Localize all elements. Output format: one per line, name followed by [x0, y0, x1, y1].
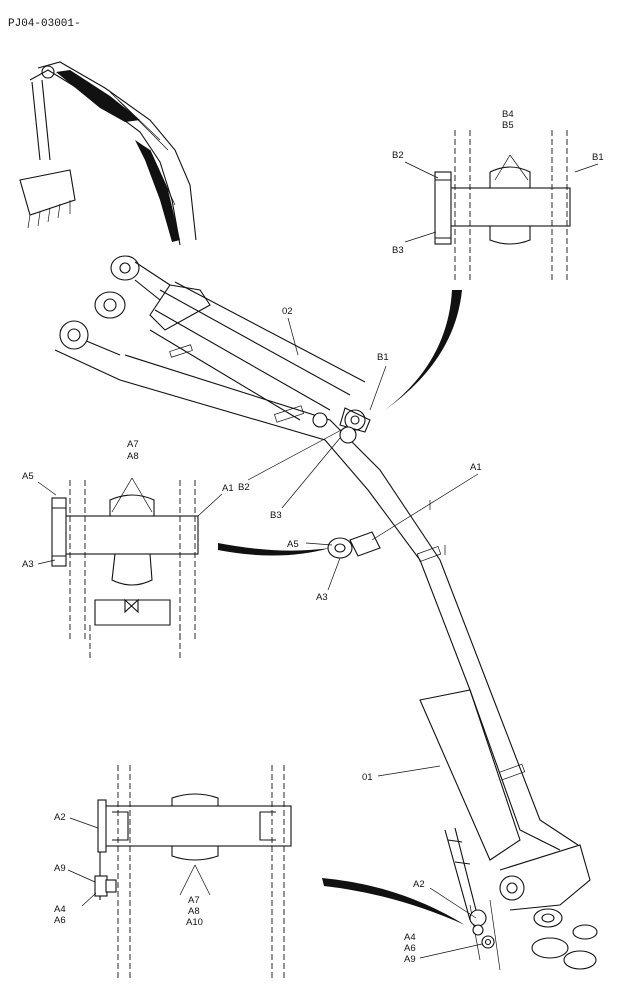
label-main-a3: A3: [316, 592, 328, 603]
label-lower-a8: A8: [188, 906, 200, 917]
label-detail-a8: A8: [127, 451, 139, 462]
label-main-a5: A5: [287, 539, 299, 550]
label-lower-a2: A2: [54, 812, 66, 823]
label-detail-a5: A5: [22, 471, 34, 482]
arm-cylinder-part: [94, 255, 371, 444]
label-lower-a9: A9: [54, 863, 66, 874]
label-lower-a7: A7: [188, 895, 200, 906]
label-main-a6: A6: [404, 943, 416, 954]
label-lower-a4: A4: [54, 904, 66, 915]
leader-lines: [247, 317, 483, 959]
detail-a-lower-leader-arc: [322, 878, 465, 925]
label-detail-a3: A3: [22, 559, 34, 570]
label-lower-a6: A6: [54, 915, 66, 926]
label-main-a9: A9: [404, 954, 416, 965]
label-detail-a7: A7: [127, 439, 139, 450]
label-main-b3: B3: [270, 510, 282, 521]
detail-view-b: [404, 130, 599, 280]
label-detail-b3: B3: [392, 245, 404, 256]
detail-a-leader-arc: [218, 543, 330, 556]
label-detail-b1: B1: [592, 152, 604, 163]
label-part-01: 01: [362, 772, 373, 783]
label-detail-b2: B2: [392, 150, 404, 161]
detail-view-a: [37, 477, 223, 660]
boom-mid-pin-area: [327, 531, 381, 559]
label-detail-b5: B5: [502, 120, 514, 131]
boom-foot-pin-area: [444, 827, 495, 949]
label-main-a2: A2: [413, 879, 425, 890]
detail-view-a-lower: [67, 765, 292, 980]
excavator-thumbnail: [19, 61, 197, 246]
label-lower-a10: A10: [186, 917, 203, 928]
detail-b-leader-arc: [385, 290, 462, 410]
label-part-02: 02: [282, 306, 293, 317]
label-main-b2: B2: [238, 482, 250, 493]
document-code: PJ04-03001-: [8, 18, 81, 30]
label-main-a4: A4: [404, 932, 416, 943]
label-detail-a1: A1: [222, 483, 234, 494]
boom-part: [54, 320, 598, 971]
label-main-b1: B1: [377, 352, 389, 363]
label-detail-b4: B4: [502, 109, 514, 120]
label-main-a1: A1: [470, 462, 482, 473]
